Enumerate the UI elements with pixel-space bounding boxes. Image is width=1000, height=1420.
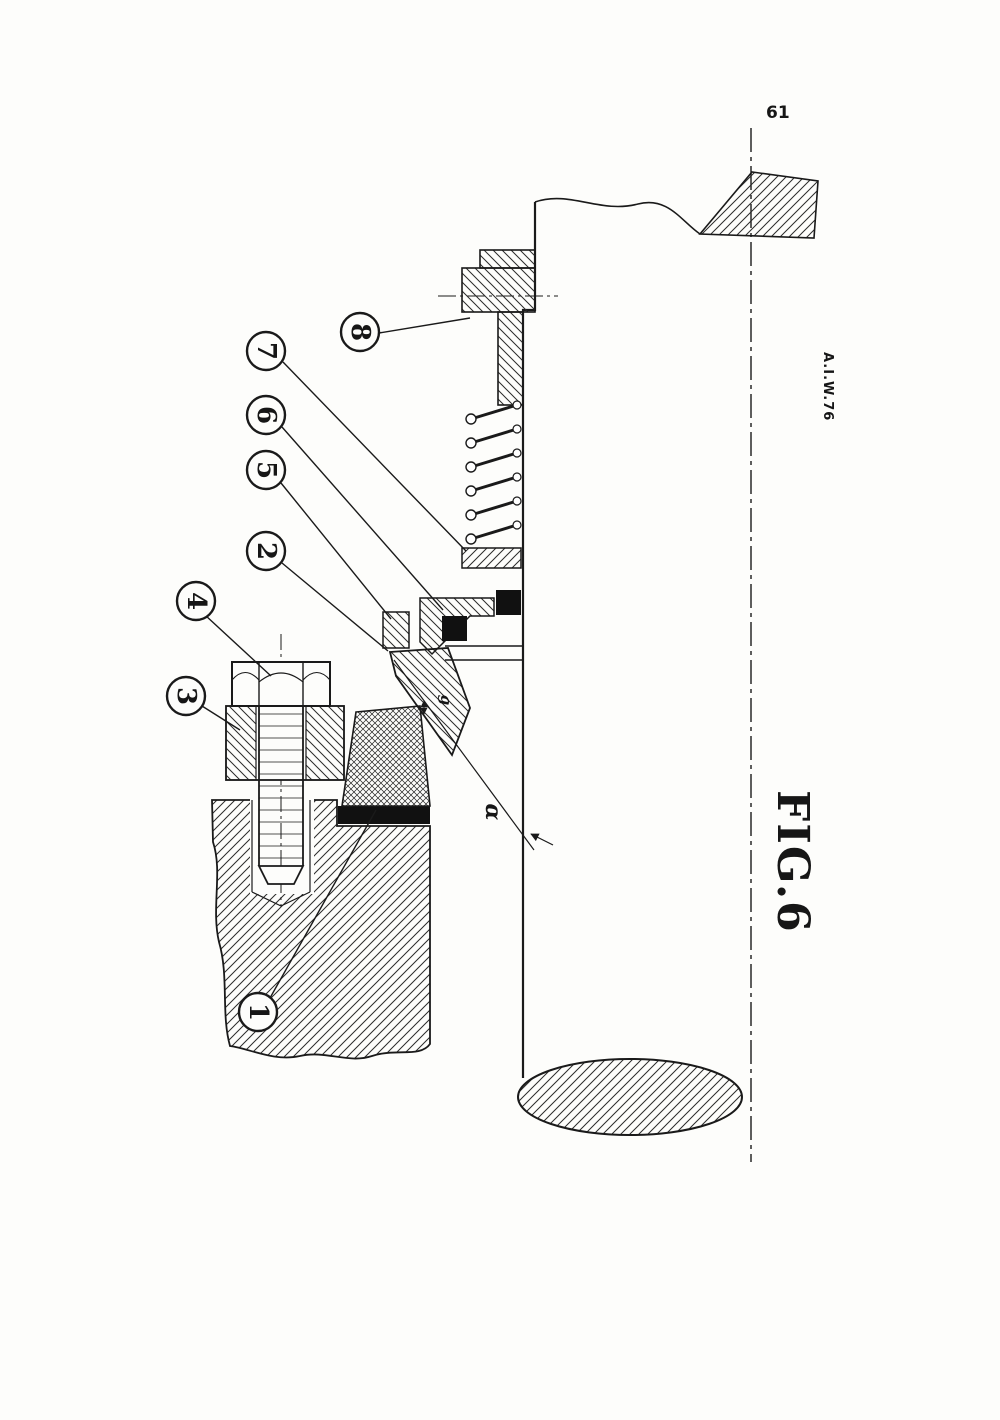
bolt-tip — [257, 865, 305, 885]
shaft-top-break-section — [698, 171, 819, 239]
spring-coil-line — [470, 499, 518, 517]
spring-wire-section — [465, 437, 477, 449]
bolt-threads — [259, 713, 303, 859]
callout-label: 6 — [251, 406, 281, 424]
drawing-credit: A.I.W.76 — [820, 352, 835, 421]
callout-3: 3 — [165, 675, 241, 731]
angle-dimensioning: α g — [393, 659, 554, 851]
spring-wire-section — [465, 533, 477, 545]
clamp-bolt-assembly — [225, 634, 345, 906]
callout-label: 1 — [243, 1003, 273, 1021]
callout-8: 8 — [339, 311, 471, 353]
packing-seat-strip — [338, 806, 430, 824]
spring-coil-line — [470, 403, 518, 421]
callout-leader — [280, 482, 392, 620]
spring-wire-section — [465, 461, 477, 473]
spring-coil-line — [470, 427, 518, 445]
callout-circle — [165, 675, 207, 717]
shaft-bottom-break-section — [517, 1058, 743, 1136]
alpha-angle-label: α — [480, 804, 506, 821]
callout-label: 8 — [345, 323, 375, 341]
callout-leader — [282, 361, 467, 552]
callout-circle — [245, 449, 287, 491]
callout-circle — [175, 580, 217, 622]
seal-face-angle-line — [393, 659, 535, 851]
alpha-pointer-arrow — [530, 833, 554, 846]
clamp-plate-section-right — [305, 705, 345, 781]
spring-wire-section — [465, 485, 477, 497]
spring-coil-line — [470, 475, 518, 493]
callout-leader — [204, 614, 272, 677]
callout-label: 5 — [251, 461, 281, 479]
callout-leader — [281, 562, 389, 652]
gland-flange — [461, 267, 536, 313]
gland-retainer — [461, 249, 536, 406]
page-number: 61 — [766, 103, 790, 123]
spring-wire-section — [465, 413, 477, 425]
spring-wire-section — [512, 448, 522, 458]
spring-wire-section — [512, 400, 522, 410]
callout-circle — [245, 330, 287, 372]
callout-circle — [245, 530, 287, 572]
callout-2: 2 — [245, 530, 389, 652]
seal-ring-lower — [442, 616, 467, 641]
hex-bolt-head — [231, 661, 331, 707]
spring-wire-section — [512, 520, 522, 530]
shaft — [517, 171, 819, 1136]
callout-label: 7 — [251, 342, 281, 360]
callout-leader — [378, 317, 471, 334]
spring-wire-section — [465, 509, 477, 521]
callout-6: 6 — [245, 394, 444, 611]
hex-head-chamfer-arcs — [231, 671, 331, 683]
packing-wedge — [341, 705, 431, 807]
spring-coil-line — [470, 451, 518, 469]
callout-leader — [269, 809, 377, 999]
figure-label: FIG.6 — [767, 790, 818, 934]
callout-5: 5 — [245, 449, 392, 620]
spring-seat-washer — [461, 547, 522, 569]
spring-coil-line — [470, 523, 518, 541]
clamp-plate-section-left — [225, 705, 257, 781]
gland-sleeve — [497, 311, 524, 406]
callout-leader — [201, 705, 241, 731]
gland-cap — [479, 249, 536, 269]
g-gap-label: g — [437, 695, 455, 706]
spring-wire-section — [512, 424, 522, 434]
callout-circle — [245, 394, 287, 436]
callout-label: 3 — [171, 687, 201, 705]
callout-label: 2 — [251, 542, 281, 560]
callout-label: 4 — [181, 592, 211, 610]
callout-1: 1 — [237, 809, 377, 1033]
spring-wire-section — [512, 496, 522, 506]
spring-wire-section — [512, 472, 522, 482]
callout-circle — [339, 311, 381, 353]
seal-ring-upper — [496, 590, 521, 615]
shaft-surface-line — [521, 202, 537, 1078]
seal-flange-cone — [388, 647, 471, 757]
packing-assembly — [338, 705, 431, 824]
shaft-top-break-line — [534, 197, 701, 235]
drive-pin — [382, 611, 410, 649]
seal-carrier-assembly — [382, 590, 523, 661]
callout-circle — [237, 991, 279, 1033]
coil-spring — [465, 400, 522, 545]
callout-4: 4 — [175, 580, 272, 677]
callout-7: 7 — [245, 330, 467, 552]
callout-leader — [281, 426, 444, 611]
